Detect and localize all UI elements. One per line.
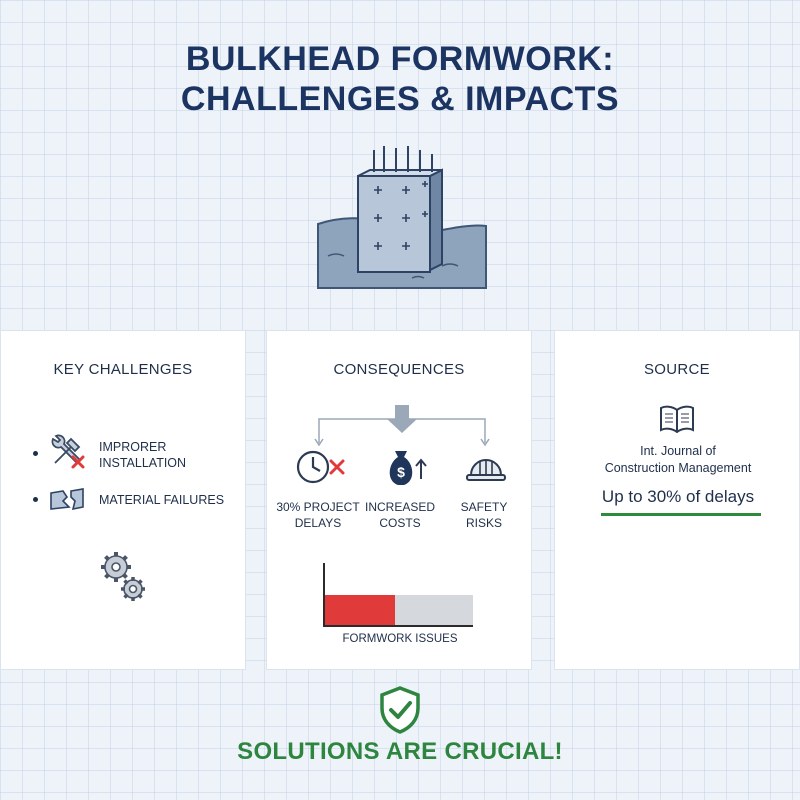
cracked-beam-icon [50,488,84,511]
source-stat-underline [601,513,761,516]
challenge-2-label: MATERIAL FAILURES [99,493,225,507]
source-line-2: Construction Management [604,461,752,475]
clock-x-icon [296,450,345,484]
formwork-issues-bar-track [325,595,473,625]
consequence-3-line-1: SAFETY [460,500,508,514]
consequence-2-line-1: INCREASED [364,500,435,514]
bullet-icon [33,497,38,502]
shield-check-icon [380,686,420,734]
source-panel: SOURCE Int. Journal of Construction Mana… [554,330,800,670]
source-stat: Up to 30% of delays [601,487,755,506]
formwork-issues-bar-fill [325,595,395,625]
consequence-2-line-2: COSTS [379,516,421,530]
source-line-1: Int. Journal of [640,444,716,458]
consequence-1-line-1: 30% PROJECT [276,500,360,514]
hard-hat-icon [466,459,506,481]
money-bag-up-icon: $ [389,451,427,485]
bullet-icon [33,451,38,456]
wrench-hammer-x-icon [51,434,85,469]
footer-conclusion: SOLUTIONS ARE CRUCIAL! [237,738,563,765]
key-challenges-title: KEY CHALLENGES [53,361,193,378]
bar-x-axis [323,625,473,627]
consequence-1-line-2: DELAYS [294,516,342,530]
challenge-1-label-line-2: INSTALLATION [99,456,187,470]
gears-icon [101,552,145,601]
key-challenges-panel: KEY CHALLENGES IMPRORER INSTALLATION MAT… [0,330,246,670]
consequence-3-line-2: RISKS [465,516,502,530]
concrete-wall-formwork-icon [317,146,487,289]
page-title-line-2: CHALLENGES & IMPACTS [180,80,620,118]
bar-y-axis [323,563,325,627]
svg-text:$: $ [397,464,405,480]
source-title: SOURCE [644,361,710,378]
branch-arrows-icon [314,405,490,447]
open-book-icon [660,405,694,433]
consequences-panel: CONSEQUENCES $ 30% PROJECT DELAYS INCREA… [266,330,532,670]
consequences-title: CONSEQUENCES [333,361,465,378]
page-title-line-1: BULKHEAD FORMWORK: [185,40,615,78]
challenge-1-label-line-1: IMPRORER [99,440,167,454]
formwork-issues-label: FORMWORK ISSUES [342,633,458,645]
